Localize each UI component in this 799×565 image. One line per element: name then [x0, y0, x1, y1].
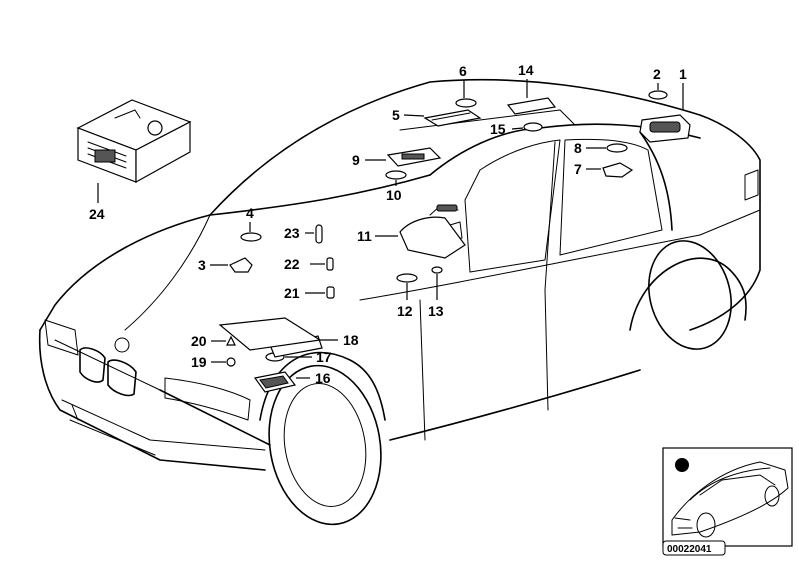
part-3-bracket — [229, 257, 253, 273]
part-6-bulb — [455, 98, 477, 108]
callout-10: 10 — [386, 187, 402, 203]
callout-19: 19 — [191, 354, 207, 370]
callout-18: 18 — [343, 332, 359, 348]
callout-1: 1 — [679, 66, 687, 82]
part-20-screw — [226, 335, 236, 346]
callout-20: 20 — [191, 333, 207, 349]
callout-23: 23 — [284, 225, 300, 241]
inset-marker-dot — [675, 458, 689, 472]
callout-2: 2 — [653, 66, 661, 82]
part-12-bulb — [396, 273, 418, 283]
part-4-bulb — [240, 232, 262, 242]
callout-17: 17 — [316, 349, 332, 365]
callout-11: 11 — [357, 228, 372, 244]
car-body — [38, 78, 761, 526]
callout-13: 13 — [428, 303, 444, 319]
part-2-bulb — [648, 90, 668, 100]
part-10-bulb — [385, 170, 407, 180]
part-23-bulb — [315, 224, 323, 244]
callout-12: 12 — [397, 303, 413, 319]
leader-lines — [97, 79, 684, 379]
callout-24: 24 — [89, 206, 105, 222]
callout-21: 21 — [284, 285, 300, 301]
part-13-bulb — [431, 266, 443, 274]
part-21-bulb — [326, 286, 335, 299]
part-1-trunk-light — [639, 114, 691, 143]
part-15-bulb — [523, 122, 543, 132]
callout-3: 3 — [198, 257, 206, 273]
part-9-reading-lamp — [386, 147, 442, 167]
reference-badge — [662, 540, 726, 556]
inset-thumbnail: 00022041 — [662, 447, 793, 556]
callout-16: 16 — [315, 370, 331, 386]
callout-6: 6 — [459, 63, 467, 79]
callout-7: 7 — [574, 161, 582, 177]
callout-4: 4 — [246, 205, 254, 221]
callout-22: 22 — [284, 256, 300, 272]
part-5-interior-lamp — [423, 109, 482, 127]
callout-8: 8 — [574, 140, 582, 156]
part-19-nut — [226, 357, 236, 367]
part-8-bulb — [606, 143, 628, 153]
callout-14: 14 — [518, 62, 534, 78]
callout-9: 9 — [352, 152, 360, 168]
callout-5: 5 — [392, 107, 400, 123]
part-24-bulb-kit — [76, 99, 192, 184]
reference-number: 00022041 — [667, 544, 712, 555]
part-22-bulb — [326, 257, 334, 271]
part-11-vanity-lamp — [399, 204, 466, 259]
part-16-lamp — [253, 371, 297, 393]
callout-15: 15 — [490, 121, 506, 137]
callout-labels: 1 2 3 4 5 6 7 8 9 10 11 12 13 14 15 16 1… — [89, 62, 687, 386]
part-14-lens — [506, 97, 557, 115]
inset-car — [671, 461, 789, 538]
part-7-lamp-housing — [602, 162, 634, 178]
